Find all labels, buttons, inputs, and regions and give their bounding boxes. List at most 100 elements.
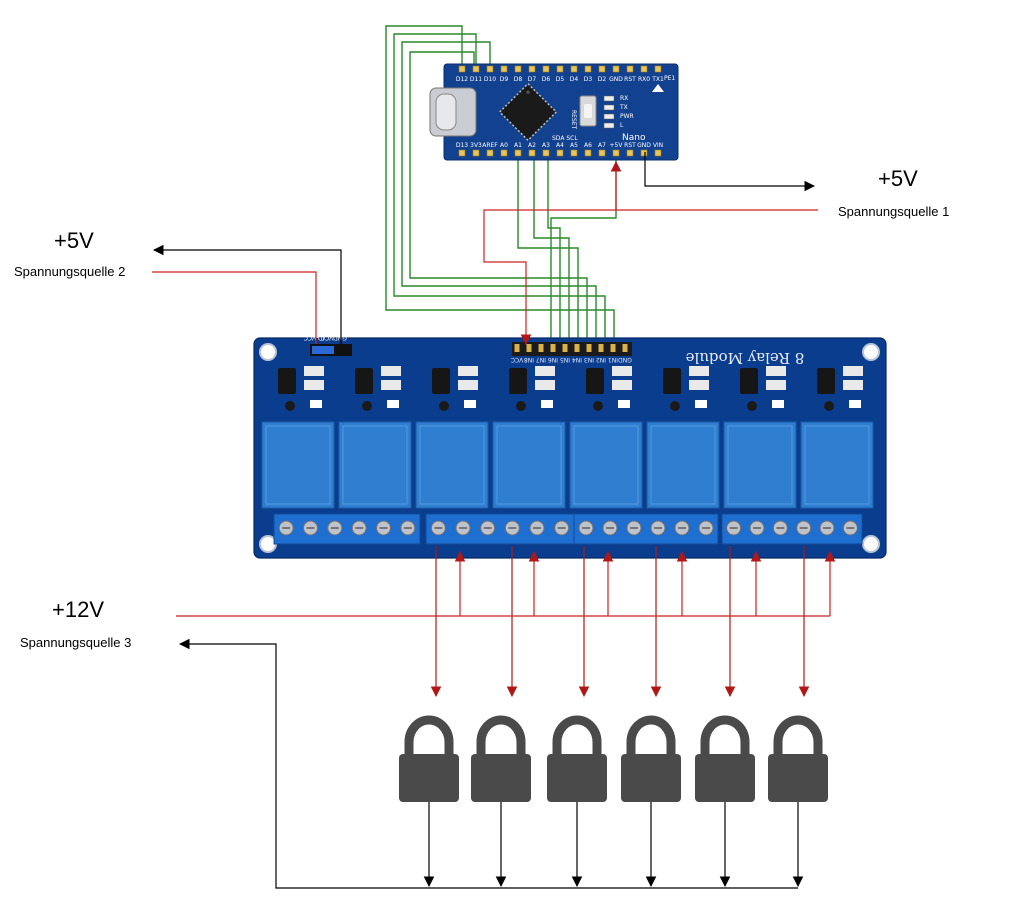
terminal-block-1 <box>273 513 421 545</box>
nano-pin-a6: A6 <box>584 142 592 157</box>
transistor-icon <box>285 401 295 411</box>
source2-name-label: Spannungsquelle 2 <box>14 264 125 279</box>
nano-pin-d8: D8 <box>514 65 523 83</box>
nano-reset-label: RESET <box>570 110 577 130</box>
nano-led-rx: RX <box>603 95 628 102</box>
padlock-shackle <box>700 715 750 756</box>
nano-pin-label: D2 <box>598 76 607 83</box>
relay-body-icon <box>800 421 874 509</box>
nano-pin-5v: +5V <box>610 142 624 157</box>
nano-pin-a5: A5 <box>570 142 578 157</box>
nano-pin-label: RX0 <box>638 76 650 83</box>
nano-pin-a2: A2 <box>528 142 536 157</box>
jumper-pin-label: GND <box>333 334 347 341</box>
transistor-icon <box>670 401 680 411</box>
diode-icon <box>849 400 861 408</box>
nano-pin-label: GND <box>609 76 623 83</box>
nano-pin-label: A7 <box>598 142 606 149</box>
nano-pin-label: 3V3 <box>470 142 482 149</box>
nano-corner-label: PE1 <box>664 75 675 82</box>
optocoupler-icon <box>586 368 604 394</box>
nano-pin-d9: D9 <box>500 65 508 83</box>
optocoupler-icon <box>355 368 373 394</box>
power-wires-top <box>152 152 818 346</box>
header-pin-label: VCC <box>511 356 523 363</box>
relay-driver-8 <box>817 366 863 411</box>
nano-pin-d2: D2 <box>598 65 607 83</box>
nano-pin-d5: D5 <box>556 65 565 83</box>
padlock-shackle <box>552 715 602 756</box>
signal-wire-d9 <box>409 51 588 344</box>
nano-pin-d10: D10 <box>484 65 496 83</box>
relay-body-icon <box>261 421 335 509</box>
relay-body-icon <box>338 421 412 509</box>
nano-pin-label: GND <box>637 142 651 149</box>
header-pin-in3: IN3 <box>584 344 594 363</box>
header-pin-in4: IN4 <box>572 344 582 363</box>
nano-pin-label: A6 <box>584 142 592 149</box>
relay-driver-5 <box>586 366 632 411</box>
nano-led-label: L <box>620 122 624 129</box>
padlock-body <box>471 754 531 802</box>
terminal-block-2 <box>425 513 575 545</box>
signal-wire-a3 <box>547 152 561 344</box>
nano-pin-label: D7 <box>528 76 537 83</box>
nano-pin-a7: A7 <box>598 142 606 157</box>
relay-face <box>496 425 562 505</box>
terminal-block-4 <box>721 513 863 545</box>
header-pin-gnd: GND <box>618 344 632 363</box>
nano-led-pwr: PWR <box>603 113 634 120</box>
resistor-icon <box>304 380 324 390</box>
transistor-icon <box>362 401 372 411</box>
nano-pin-d7: D7 <box>528 65 537 83</box>
header-pin-in6: IN6 <box>548 344 558 363</box>
nano-pin-label: D8 <box>514 76 523 83</box>
header-pin-label: IN3 <box>584 356 594 363</box>
relay-row <box>261 421 874 509</box>
optocoupler-icon <box>432 368 450 394</box>
nano-pin-gnd: GND <box>609 65 623 83</box>
transistor-icon <box>516 401 526 411</box>
resistor-icon <box>381 366 401 376</box>
header-pin-vcc: VCC <box>511 344 523 363</box>
relay-body-icon <box>415 421 489 509</box>
relay-driver-1 <box>278 366 324 411</box>
microcontroller-chip-icon <box>498 82 558 142</box>
lock-return-bus <box>178 638 798 889</box>
nano-pin-d12: D12 <box>456 65 468 83</box>
header-pin-label: IN1 <box>608 356 618 363</box>
nano-pin-label: D10 <box>484 76 496 83</box>
nano-pin-gnd: GND <box>637 142 651 157</box>
transistor-icon <box>747 401 757 411</box>
nano-title: Nano <box>622 133 646 143</box>
relay-7 <box>723 421 797 509</box>
nano-pin-a4: A4 <box>556 142 564 157</box>
nano-pin-label: D5 <box>556 76 565 83</box>
terminal-housing <box>721 513 863 545</box>
header-pin-label: IN8 <box>524 356 534 363</box>
padlock-icon <box>695 715 755 802</box>
nano-pin-label: VIN <box>653 142 663 149</box>
padlock-icon <box>399 715 459 802</box>
nano-pin-label: A3 <box>542 142 550 149</box>
relay-body-icon <box>569 421 643 509</box>
terminal-block-3 <box>573 513 719 545</box>
nano-i2c-label: SDA SCL <box>552 135 578 142</box>
nano-pin-label: +5V <box>610 142 624 149</box>
diode-icon <box>695 400 707 408</box>
resistor-icon <box>612 380 632 390</box>
resistor-icon <box>766 380 786 390</box>
relay-body-icon <box>723 421 797 509</box>
transistor-icon <box>824 401 834 411</box>
nano-pin-label: D4 <box>570 76 579 83</box>
relay-driver-7 <box>740 366 786 411</box>
nano-pin-label: A5 <box>570 142 578 149</box>
header-pin-in7: IN7 <box>536 344 546 363</box>
diode-icon <box>310 400 322 408</box>
screw-terminal-row <box>273 513 863 545</box>
nano-pin-label: D12 <box>456 76 468 83</box>
padlock-icon <box>471 715 531 802</box>
optocoupler-icon <box>663 368 681 394</box>
